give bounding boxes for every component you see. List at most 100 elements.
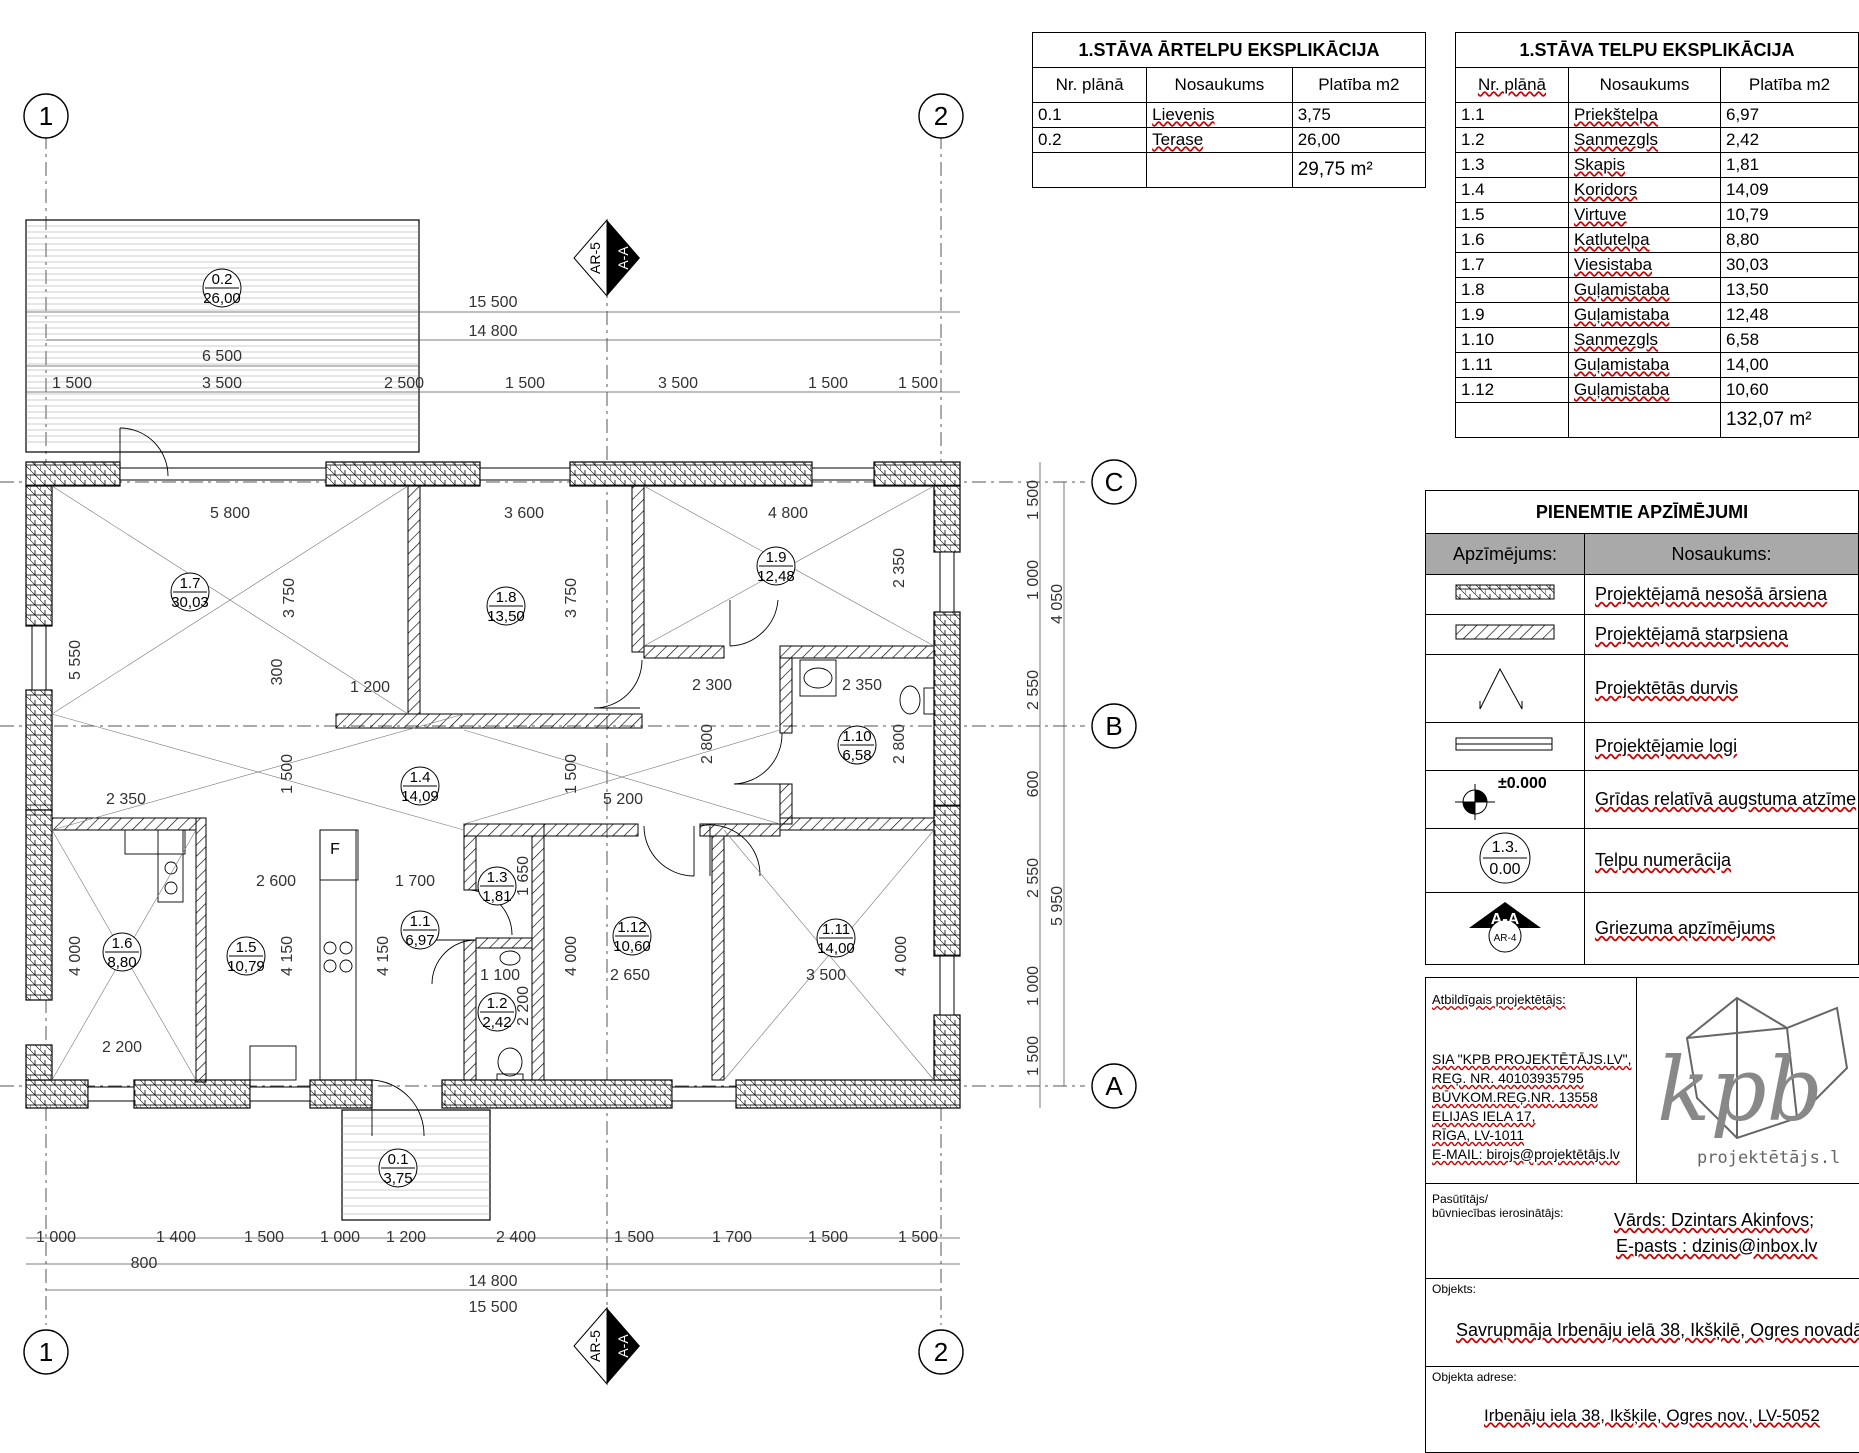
company-info: SIA "KPB PROJEKTĒTĀJS.LV", REĢ. NR. 4010… [1432,1050,1632,1164]
terrace [25,219,420,453]
exterior-table-title: 1.STĀVA ĀRTELPU EKSPLIKĀCIJA [1032,32,1426,68]
room-area: 2,42 [482,1014,511,1031]
section-marker-bottom: A-A AR-5 [573,1306,640,1386]
room-number: 1.3 [487,869,508,886]
object-text: Savrupmāja Irbenāju ielā 38, Ikšķilē, Og… [1456,1320,1859,1340]
legend-item-7: Griezuma apzīmējums [1584,892,1859,965]
interior-header-nr: Nr. plānā [1455,67,1569,103]
room-tag: 0.226,00 [202,268,242,308]
legend-item-5: Grīdas relatīvā augstuma atzīme [1584,770,1859,829]
client-email: E-pasts : dzinis@inbox.lv [1616,1236,1818,1256]
room-number: 1.10 [842,728,871,745]
room-number: 1.4 [410,769,431,786]
cell-nr: 1.11 [1455,352,1569,378]
cell-area: 2,42 [1720,127,1859,153]
cell-area: 8,80 [1720,227,1859,253]
room-tag: 1.6 8,80 [102,932,142,972]
legend-item-1: Projektējamā nesošā ārsiena [1584,574,1859,615]
cell-area: 10,60 [1720,377,1859,403]
interior-total: 132,07 m² [1720,402,1859,438]
dim-bot-7: 1 500 [614,1229,654,1246]
dim-1500-b: 1 500 [563,754,580,794]
dim-right-4: 600 [1025,771,1042,798]
logo-subtext: projektētājs.l [1697,1148,1841,1168]
interior-table-title: 1.STĀVA TELPU EKSPLIKĀCIJA [1455,32,1859,68]
dim-top-6: 1 500 [808,375,848,392]
cell-area: 6,58 [1720,327,1859,353]
dim-right-total-1: 4 050 [1049,584,1066,624]
room-area: 14,09 [401,788,439,805]
cell-area: 3,75 [1291,102,1427,128]
logo-text: kpb [1657,1038,1823,1141]
designer-label: Atbildīgais projektētājs: [1432,992,1566,1007]
cell-area: 26,00 [1291,127,1427,153]
dim-bot-6: 2 400 [496,1229,536,1246]
dim-wc-w: 1 100 [480,967,520,984]
cell-area: 30,03 [1720,252,1859,278]
cell-nr: 0.2 [1031,127,1148,153]
dim-room112-w: 2 650 [610,967,650,984]
room-symbol-top: 1.3. [1491,839,1519,856]
cell-name: Guļamistaba [1567,377,1722,403]
cell-nr: 1.2 [1455,127,1569,153]
room-area: 14,00 [817,940,855,957]
dim-bot-800: 800 [131,1255,158,1272]
window-symbol [1425,722,1585,771]
legend-col2: Nosaukums: [1584,533,1859,575]
cell-nr: 1.12 [1455,377,1569,403]
client-name: Vārds: Dzintars Akinfovs; [1614,1210,1815,1230]
cell-name: Guļamistaba [1567,352,1722,378]
interior-explication-table: 1.STĀVA TELPU EKSPLIKĀCIJA Nr. plānā Nos… [1455,32,1859,438]
room-tag: 1.106,58 [837,725,877,765]
dim-right-1: 1 500 [1025,480,1042,520]
dim-top-1: 1 500 [52,375,92,392]
room-number-symbol: 1.3. 0.00 [1425,828,1585,893]
cell-name: Koridors [1567,177,1722,203]
room-area: 10,79 [227,958,265,975]
dim-bot-2: 1 400 [156,1229,196,1246]
room-tag: 1.11 14,00 [816,918,856,958]
room-number: 0.2 [212,271,233,288]
section-symbol-sheet: AR-4 [1493,933,1517,944]
room-tag: 1.912,48 [756,546,796,586]
company-line: RĪGA, LV-1011 [1432,1127,1525,1143]
room-area: 1,81 [482,888,511,905]
axis-label-a: A [1105,1071,1123,1101]
doors [119,427,783,1137]
dim-top-4: 1 500 [505,375,545,392]
dim-kitchen-w: 2 600 [256,873,296,890]
dim-room19-w: 4 800 [768,505,808,522]
room-number: 1.11 [822,921,850,938]
room-tag: 1.730,03 [170,572,210,612]
axis-label-1-top: 1 [39,101,53,131]
interior-header-area: Platība m2 [1720,67,1859,103]
dim-corridor-w: 5 200 [603,791,643,808]
room-tag: 0.13,75 [378,1148,418,1188]
dim-2800-b: 2 800 [891,724,908,764]
windows [31,467,955,1102]
cell-nr: 1.3 [1455,152,1569,178]
room-area: 12,48 [757,568,795,585]
room-area: 3,75 [383,1170,412,1187]
room-area: 8,80 [107,954,136,971]
dim-inner-bottom: 14 800 [469,1273,518,1290]
room-symbol-bottom: 0.00 [1489,861,1521,878]
table-row: 0.1 Lievenis 3,75 [1031,102,1427,128]
exterior-header-nr: Nr. plānā [1031,67,1148,103]
dim-4000-c: 4 000 [893,936,910,976]
dim-bot-3: 1 500 [244,1229,284,1246]
table-total-row: 29,75 m² [1031,152,1427,188]
room-number: 1.6 [112,935,133,952]
dim-1500-a: 1 500 [279,754,296,794]
room-tag: 1.22,42 [477,992,517,1032]
legend-title: PIENEMTIE APZĪMĒJUMI [1425,490,1859,534]
svg-text:AR-5: AR-5 [587,1330,603,1362]
exterior-walls [25,461,961,1109]
cell-name: Guļamistaba [1567,277,1722,303]
address-text: Irbenāju iela 38, Ikšķile, Ogres nov., L… [1484,1406,1820,1425]
legend-item-4: Projektējamie logi [1584,722,1859,771]
room-area: 10,60 [613,938,651,955]
